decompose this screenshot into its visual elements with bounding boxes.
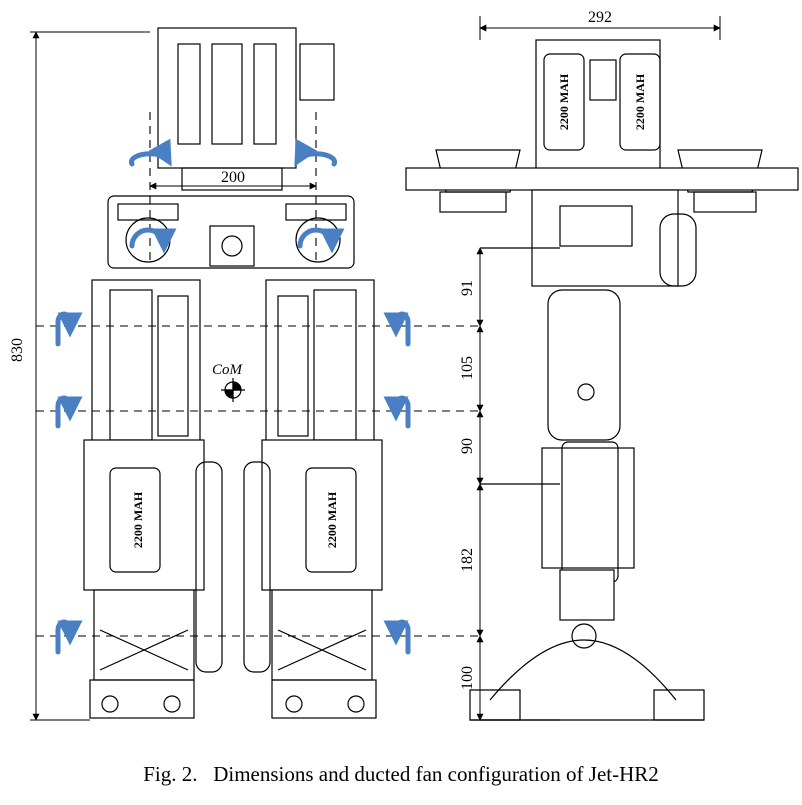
dim-total-height: 830 xyxy=(9,338,26,362)
com-label: CoM xyxy=(212,362,244,378)
front-view xyxy=(36,27,480,719)
dim-seg-90: 90 xyxy=(459,438,476,454)
dimension-lines xyxy=(30,16,721,721)
battery-label-right: 2200 MAH xyxy=(325,491,339,548)
robot-dimension-diagram: 2200 MAH 2200 MAH CoM xyxy=(9,9,799,721)
dim-seg-182: 182 xyxy=(459,548,476,572)
figure-caption: Fig. 2. Dimensions and ducted fan config… xyxy=(0,762,802,787)
dim-seg-91: 91 xyxy=(459,280,476,296)
side-view xyxy=(405,39,799,721)
dim-seg-105: 105 xyxy=(459,356,476,380)
battery-label-left: 2200 MAH xyxy=(131,491,145,548)
dim-side-width: 292 xyxy=(588,9,612,26)
rotation-arrows xyxy=(55,138,411,655)
dim-seg-100: 100 xyxy=(459,666,476,690)
caption-prefix: Fig. 2. xyxy=(143,762,198,786)
caption-text: Dimensions and ducted fan configuration … xyxy=(213,762,659,786)
battery-label-side-left: 2200 MAH xyxy=(557,73,571,130)
dim-front-width: 200 xyxy=(221,169,245,186)
battery-label-side-right: 2200 MAH xyxy=(633,73,647,130)
